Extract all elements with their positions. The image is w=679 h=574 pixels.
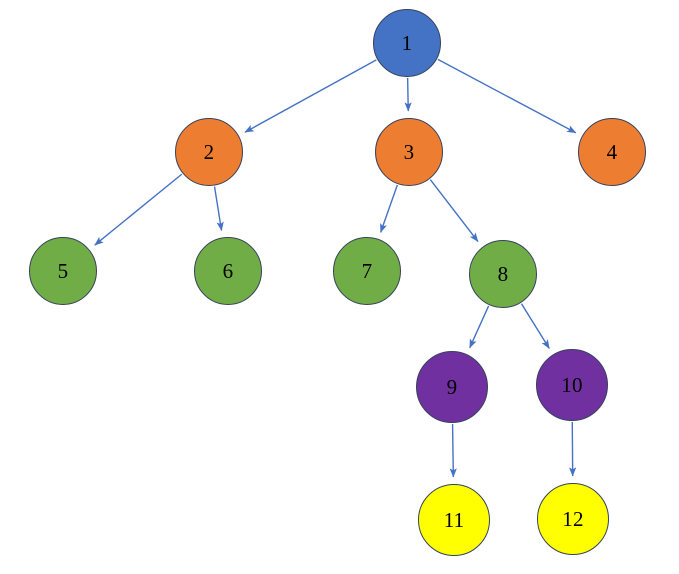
tree-node-label-11: 11: [443, 507, 465, 532]
tree-node-2[interactable]: 2: [175, 118, 243, 186]
tree-edge-3-to-8: [429, 179, 479, 242]
tree-edge-1-to-2: [244, 59, 377, 133]
tree-node-7[interactable]: 7: [333, 237, 401, 305]
tree-edge-3-to-7: [379, 184, 399, 233]
tree-node-label-4: 4: [606, 139, 618, 164]
tree-edge-2-to-5: [94, 173, 183, 246]
tree-node-6[interactable]: 6: [194, 237, 262, 305]
tree-node-4[interactable]: 4: [578, 118, 646, 186]
tree-node-label-5: 5: [57, 258, 69, 283]
tree-node-label-10: 10: [561, 372, 583, 397]
tree-node-label-3: 3: [403, 139, 415, 164]
tree-node-label-6: 6: [222, 258, 234, 283]
tree-node-label-9: 9: [446, 374, 458, 399]
tree-edge-2-to-6: [213, 186, 224, 232]
tree-node-label-2: 2: [203, 139, 215, 164]
tree-node-label-12: 12: [562, 506, 584, 531]
tree-node-11[interactable]: 11: [418, 484, 490, 556]
tree-node-label-8: 8: [497, 261, 509, 286]
tree-node-label-7: 7: [361, 258, 373, 283]
tree-edge-1-to-3: [404, 77, 412, 112]
tree-node-9[interactable]: 9: [416, 351, 488, 423]
tree-edge-8-to-10: [520, 303, 550, 349]
tree-node-3[interactable]: 3: [375, 118, 443, 186]
tree-edge-8-to-9: [469, 305, 490, 349]
tree-node-8[interactable]: 8: [469, 240, 537, 308]
tree-node-1[interactable]: 1: [373, 9, 441, 77]
tree-edge-9-to-11: [449, 423, 457, 478]
tree-node-label-1: 1: [401, 30, 413, 55]
tree-edge-1-to-4: [437, 58, 577, 134]
tree-node-12[interactable]: 12: [537, 483, 609, 555]
tree-node-5[interactable]: 5: [29, 237, 97, 305]
tree-node-10[interactable]: 10: [536, 349, 608, 421]
